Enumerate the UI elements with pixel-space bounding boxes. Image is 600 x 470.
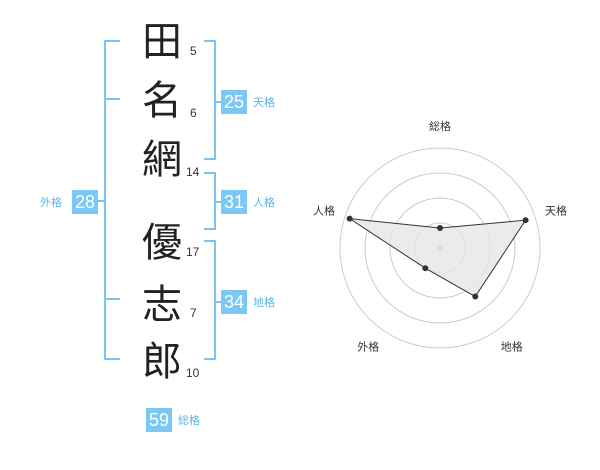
radar-point (472, 293, 479, 300)
radar-point (422, 265, 429, 272)
name-char-3: 網 (142, 137, 182, 183)
stroke-count-5: 7 (190, 306, 197, 320)
stroke-count-4: 17 (186, 245, 200, 259)
radar-grid-ring (364, 172, 516, 324)
soukaku-badge: 59 (146, 408, 172, 432)
name-char-4: 優 (142, 220, 182, 266)
name-char-2: 名 (142, 78, 182, 124)
chikaku-label: 地格 (253, 296, 275, 309)
tenkaku-label: 天格 (253, 96, 275, 109)
jinkaku-label: 人格 (253, 196, 275, 209)
stroke-count-2: 6 (190, 106, 197, 120)
soukaku-label: 総格 (178, 414, 200, 427)
radar-axis-label: 地格 (501, 340, 523, 354)
radar-score-area (349, 218, 527, 298)
radar-axis-label: 総格 (429, 119, 451, 133)
stroke-count-1: 5 (190, 44, 197, 58)
stroke-count-3: 14 (186, 165, 200, 179)
radar-point (346, 215, 353, 222)
name-char-6: 郎 (142, 339, 182, 385)
stroke-count-6: 10 (186, 366, 200, 380)
tenkaku-badge: 25 (221, 90, 247, 114)
radar-grid-ring (339, 147, 541, 349)
name-char-1: 田 (142, 19, 182, 65)
gaikaku-label: 外格 (40, 196, 62, 209)
radar-point (437, 225, 443, 231)
radar-axis-label: 人格 (313, 203, 335, 217)
chikaku-badge: 34 (221, 290, 247, 314)
gaikaku-badge: 28 (72, 190, 98, 214)
radar-axis-label: 外格 (357, 340, 379, 354)
name-char-5: 志 (142, 282, 182, 328)
radar-point (522, 217, 529, 224)
radar-axis-label: 天格 (545, 203, 567, 217)
jinkaku-badge: 31 (221, 190, 247, 214)
